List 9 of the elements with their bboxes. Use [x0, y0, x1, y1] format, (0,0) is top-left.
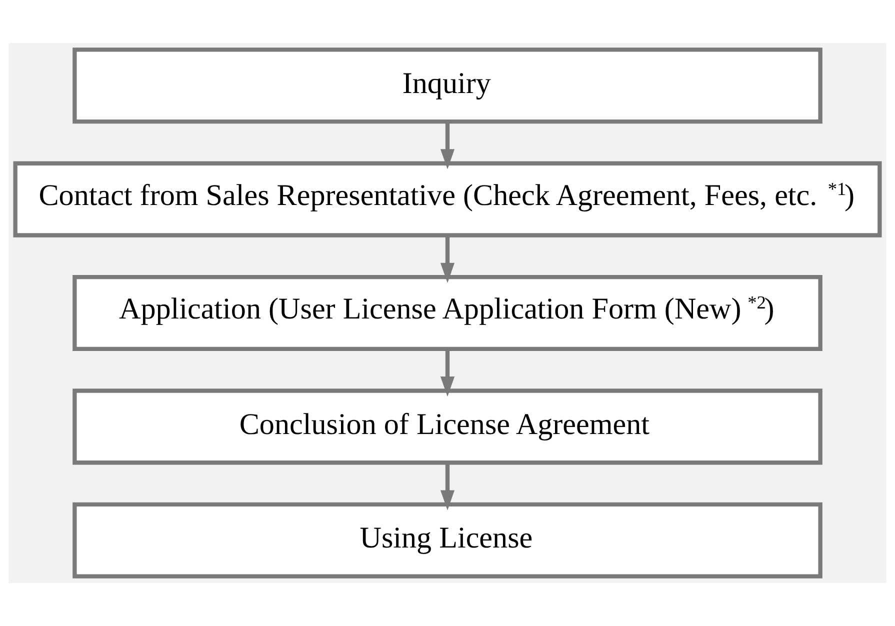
- node-box: Application (User License Application Form (New)$^{*2}$): [72, 274, 822, 352]
- node-box: Using License: [72, 502, 822, 578]
- arrow: [440, 122, 455, 170]
- node-box: Inquiry: [72, 48, 822, 124]
- arrow: [440, 235, 455, 283]
- node-box: Conclusion of License Agreement: [72, 388, 822, 465]
- node-box: Contact from Sales Representative (Check Agreement, Fees, etc.$^{*1}$): [13, 161, 882, 238]
- arrow: [440, 462, 455, 510]
- arrow: [440, 348, 455, 397]
